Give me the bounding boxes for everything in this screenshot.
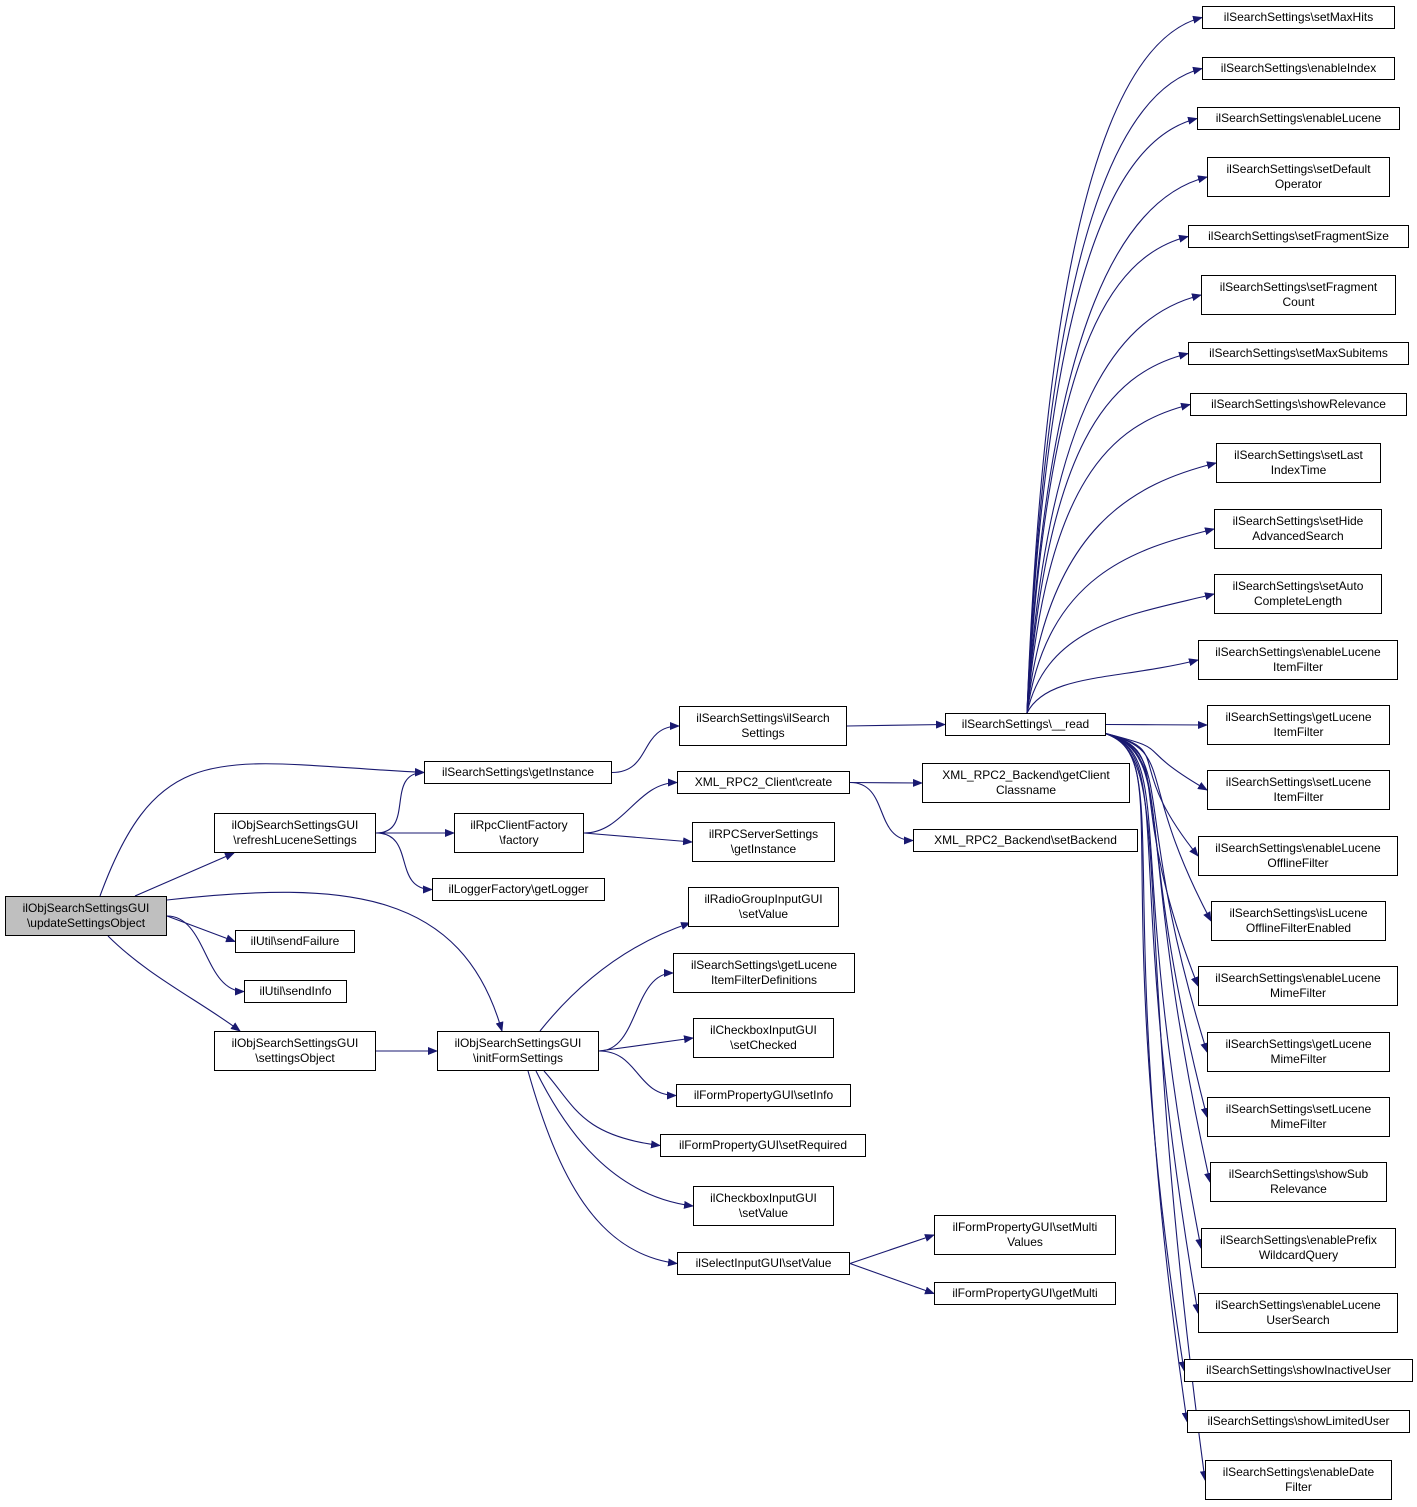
node-il-rpcserver-settings-get-instance[interactable]: ilRPCServerSettings \getInstance (692, 822, 835, 862)
edge-read-to-r7 (1026, 402, 1191, 714)
node-xml-rpc2-backend-get-client-classname[interactable]: XML_RPC2_Backend\getClient Classname (922, 763, 1130, 803)
node-il-search-settings-set-hide-advanced-search[interactable]: ilSearchSettings\setHide AdvancedSearch (1214, 509, 1382, 549)
edge-rpcFactory-to-rpcServer (583, 832, 693, 846)
edge-read-to-r2 (1026, 116, 1198, 714)
node-il-obj-search-settings-gui-refresh-lucene-settings[interactable]: ilObjSearchSettingsGUI \refreshLuceneSet… (214, 813, 376, 853)
edge-root-to-settingsObject (107, 935, 241, 1032)
edge-ctor-to-read (846, 720, 946, 729)
edge-read-to-r12 (1105, 720, 1208, 729)
edge-initForm-to-cbChecked (598, 1035, 694, 1052)
node-il-search-settings-get-instance[interactable]: ilSearchSettings\getInstance (424, 761, 612, 784)
node-il-search-settings-enable-lucene[interactable]: ilSearchSettings\enableLucene (1197, 107, 1400, 130)
edge-read-to-r10 (1026, 592, 1215, 714)
edge-getInstance-to-ctor (611, 722, 680, 774)
node-il-obj-search-settings-gui-init-form-settings[interactable]: ilObjSearchSettingsGUI \initFormSettings (437, 1031, 599, 1071)
node-il-search-settings-enable-index[interactable]: ilSearchSettings\enableIndex (1202, 57, 1395, 80)
edge-read-to-r17 (1099, 731, 1209, 1053)
node-il-select-input-gui-set-value[interactable]: ilSelectInputGUI\setValue (677, 1252, 850, 1275)
edge-read-to-r13 (1099, 731, 1208, 791)
edge-read-to-r15 (1099, 731, 1212, 922)
edge-read-to-r6 (1026, 351, 1189, 714)
edge-read-to-r20 (1099, 731, 1204, 1249)
node-il-util-send-failure[interactable]: ilUtil\sendFailure (235, 930, 355, 953)
node-il-logger-factory-get-logger[interactable]: ilLoggerFactory\getLogger (432, 878, 605, 901)
node-il-search-settings-set-lucene-item-filter[interactable]: ilSearchSettings\setLucene ItemFilter (1207, 770, 1390, 810)
edge-root-to-refresh (134, 852, 235, 897)
edge-selectSet-to-setMultiValues (849, 1234, 935, 1265)
edge-read-to-r0 (1026, 15, 1203, 714)
node-il-form-property-gui-get-multi[interactable]: ilFormPropertyGUI\getMulti (934, 1282, 1116, 1305)
edge-root-to-sendInfo (166, 915, 245, 996)
edge-initForm-to-cbValue (535, 1070, 694, 1209)
node-il-search-settings-show-sub-relevance[interactable]: ilSearchSettings\showSub Relevance (1210, 1162, 1387, 1202)
edge-initForm-to-getFilterDefs (598, 969, 674, 1052)
edge-read-to-r3 (1026, 175, 1208, 714)
node-xml-rpc2-client-create[interactable]: XML_RPC2_Client\create (677, 771, 850, 794)
edge-initForm-to-fpInfo (598, 1050, 677, 1100)
node-il-search-settings-read[interactable]: ilSearchSettings\__read (945, 713, 1106, 736)
edge-refresh-to-getInstance (375, 768, 425, 834)
node-il-util-send-info[interactable]: ilUtil\sendInfo (244, 980, 347, 1003)
node-il-search-settings-enable-lucene-offline-filter[interactable]: ilSearchSettings\enableLucene OfflineFil… (1198, 836, 1398, 876)
node-il-search-settings-set-max-hits[interactable]: ilSearchSettings\setMaxHits (1202, 6, 1395, 29)
node-xml-rpc2-backend-set-backend[interactable]: XML_RPC2_Backend\setBackend (913, 829, 1138, 852)
node-il-search-settings-get-lucene-item-filter-definitions[interactable]: ilSearchSettings\getLucene ItemFilterDef… (673, 953, 855, 993)
edge-initForm-to-fpRequired (543, 1070, 661, 1149)
node-il-rpc-client-factory-factory[interactable]: ilRpcClientFactory \factory (454, 813, 584, 853)
edge-read-to-r21 (1099, 731, 1201, 1314)
edge-xmlCreate-to-setBackend (849, 781, 914, 845)
node-il-search-settings-enable-prefix-wildcard-query[interactable]: ilSearchSettings\enablePrefix WildcardQu… (1201, 1228, 1396, 1268)
node-il-obj-search-settings-gui-update-settings-object[interactable]: ilObjSearchSettingsGUI \updateSettingsOb… (5, 896, 167, 936)
node-il-search-settings-enable-lucene-item-filter[interactable]: ilSearchSettings\enableLucene ItemFilter (1198, 640, 1398, 680)
node-il-search-settings-set-lucene-mime-filter[interactable]: ilSearchSettings\setLucene MimeFilter (1207, 1097, 1390, 1137)
node-il-search-settings-get-lucene-mime-filter[interactable]: ilSearchSettings\getLucene MimeFilter (1207, 1032, 1390, 1072)
node-il-search-settings-show-limited-user[interactable]: ilSearchSettings\showLimitedUser (1187, 1410, 1410, 1433)
edge-selectSet-to-getMulti (849, 1262, 935, 1295)
edge-root-to-sendFailure (166, 915, 236, 943)
edge-read-to-r8 (1026, 461, 1217, 714)
node-il-search-settings-show-inactive-user[interactable]: ilSearchSettings\showInactiveUser (1184, 1359, 1413, 1382)
node-il-search-settings-is-lucene-offline-filter-enabled[interactable]: ilSearchSettings\isLucene OfflineFilterE… (1211, 901, 1386, 941)
node-il-search-settings-enable-lucene-mime-filter[interactable]: ilSearchSettings\enableLucene MimeFilter (1198, 966, 1398, 1006)
node-il-search-settings-set-last-index-time[interactable]: ilSearchSettings\setLast IndexTime (1216, 443, 1381, 483)
node-il-search-settings-get-lucene-item-filter[interactable]: ilSearchSettings\getLucene ItemFilter (1207, 705, 1390, 745)
edge-read-to-r1 (1026, 66, 1203, 714)
edge-refresh-to-getLogger (375, 832, 433, 894)
node-il-obj-search-settings-gui-settings-object[interactable]: ilObjSearchSettingsGUI \settingsObject (214, 1031, 376, 1071)
edge-read-to-r19 (1099, 731, 1212, 1183)
edge-read-to-r4 (1026, 234, 1189, 714)
edge-read-to-r24 (1099, 731, 1208, 1481)
edge-xmlCreate-to-getClientClass (849, 778, 923, 787)
edge-rpcFactory-to-xmlCreate (583, 778, 678, 834)
edge-initForm-to-selectSet (527, 1070, 678, 1267)
node-il-search-settings-set-fragment-size[interactable]: ilSearchSettings\setFragmentSize (1188, 225, 1409, 248)
node-il-search-settings-enable-lucene-user-search[interactable]: ilSearchSettings\enableLucene UserSearch (1198, 1293, 1398, 1333)
node-il-radio-group-input-gui-set-value[interactable]: ilRadioGroupInputGUI \setValue (688, 887, 839, 927)
edge-read-to-r11 (1026, 658, 1199, 714)
node-il-search-settings-set-max-subitems[interactable]: ilSearchSettings\setMaxSubitems (1188, 342, 1409, 365)
node-il-form-property-gui-set-multi-values[interactable]: ilFormPropertyGUI\setMulti Values (934, 1215, 1116, 1255)
node-il-search-settings-enable-date-filter[interactable]: ilSearchSettings\enableDate Filter (1205, 1460, 1392, 1500)
node-il-checkbox-input-gui-set-checked[interactable]: ilCheckboxInputGUI \setChecked (693, 1018, 834, 1058)
edge-read-to-r5 (1026, 293, 1202, 714)
node-il-form-property-gui-set-required[interactable]: ilFormPropertyGUI\setRequired (660, 1134, 866, 1157)
edge-root-to-initForm (166, 891, 504, 1032)
node-il-search-settings-il-search-settings[interactable]: ilSearchSettings\ilSearch Settings (679, 706, 847, 746)
node-il-search-settings-set-default-operator[interactable]: ilSearchSettings\setDefault Operator (1207, 157, 1390, 197)
edge-read-to-r9 (1026, 527, 1215, 714)
edge-initForm-to-radioSet (539, 922, 691, 1032)
node-il-search-settings-set-fragment-count[interactable]: ilSearchSettings\setFragment Count (1201, 275, 1396, 315)
node-il-search-settings-set-auto-complete-length[interactable]: ilSearchSettings\setAuto CompleteLength (1214, 574, 1382, 614)
edge-root-to-getInstance (99, 763, 425, 897)
node-il-form-property-gui-set-info[interactable]: ilFormPropertyGUI\setInfo (676, 1084, 851, 1107)
node-il-search-settings-show-relevance[interactable]: ilSearchSettings\showRelevance (1190, 393, 1407, 416)
node-il-checkbox-input-gui-set-value[interactable]: ilCheckboxInputGUI \setValue (693, 1186, 834, 1226)
